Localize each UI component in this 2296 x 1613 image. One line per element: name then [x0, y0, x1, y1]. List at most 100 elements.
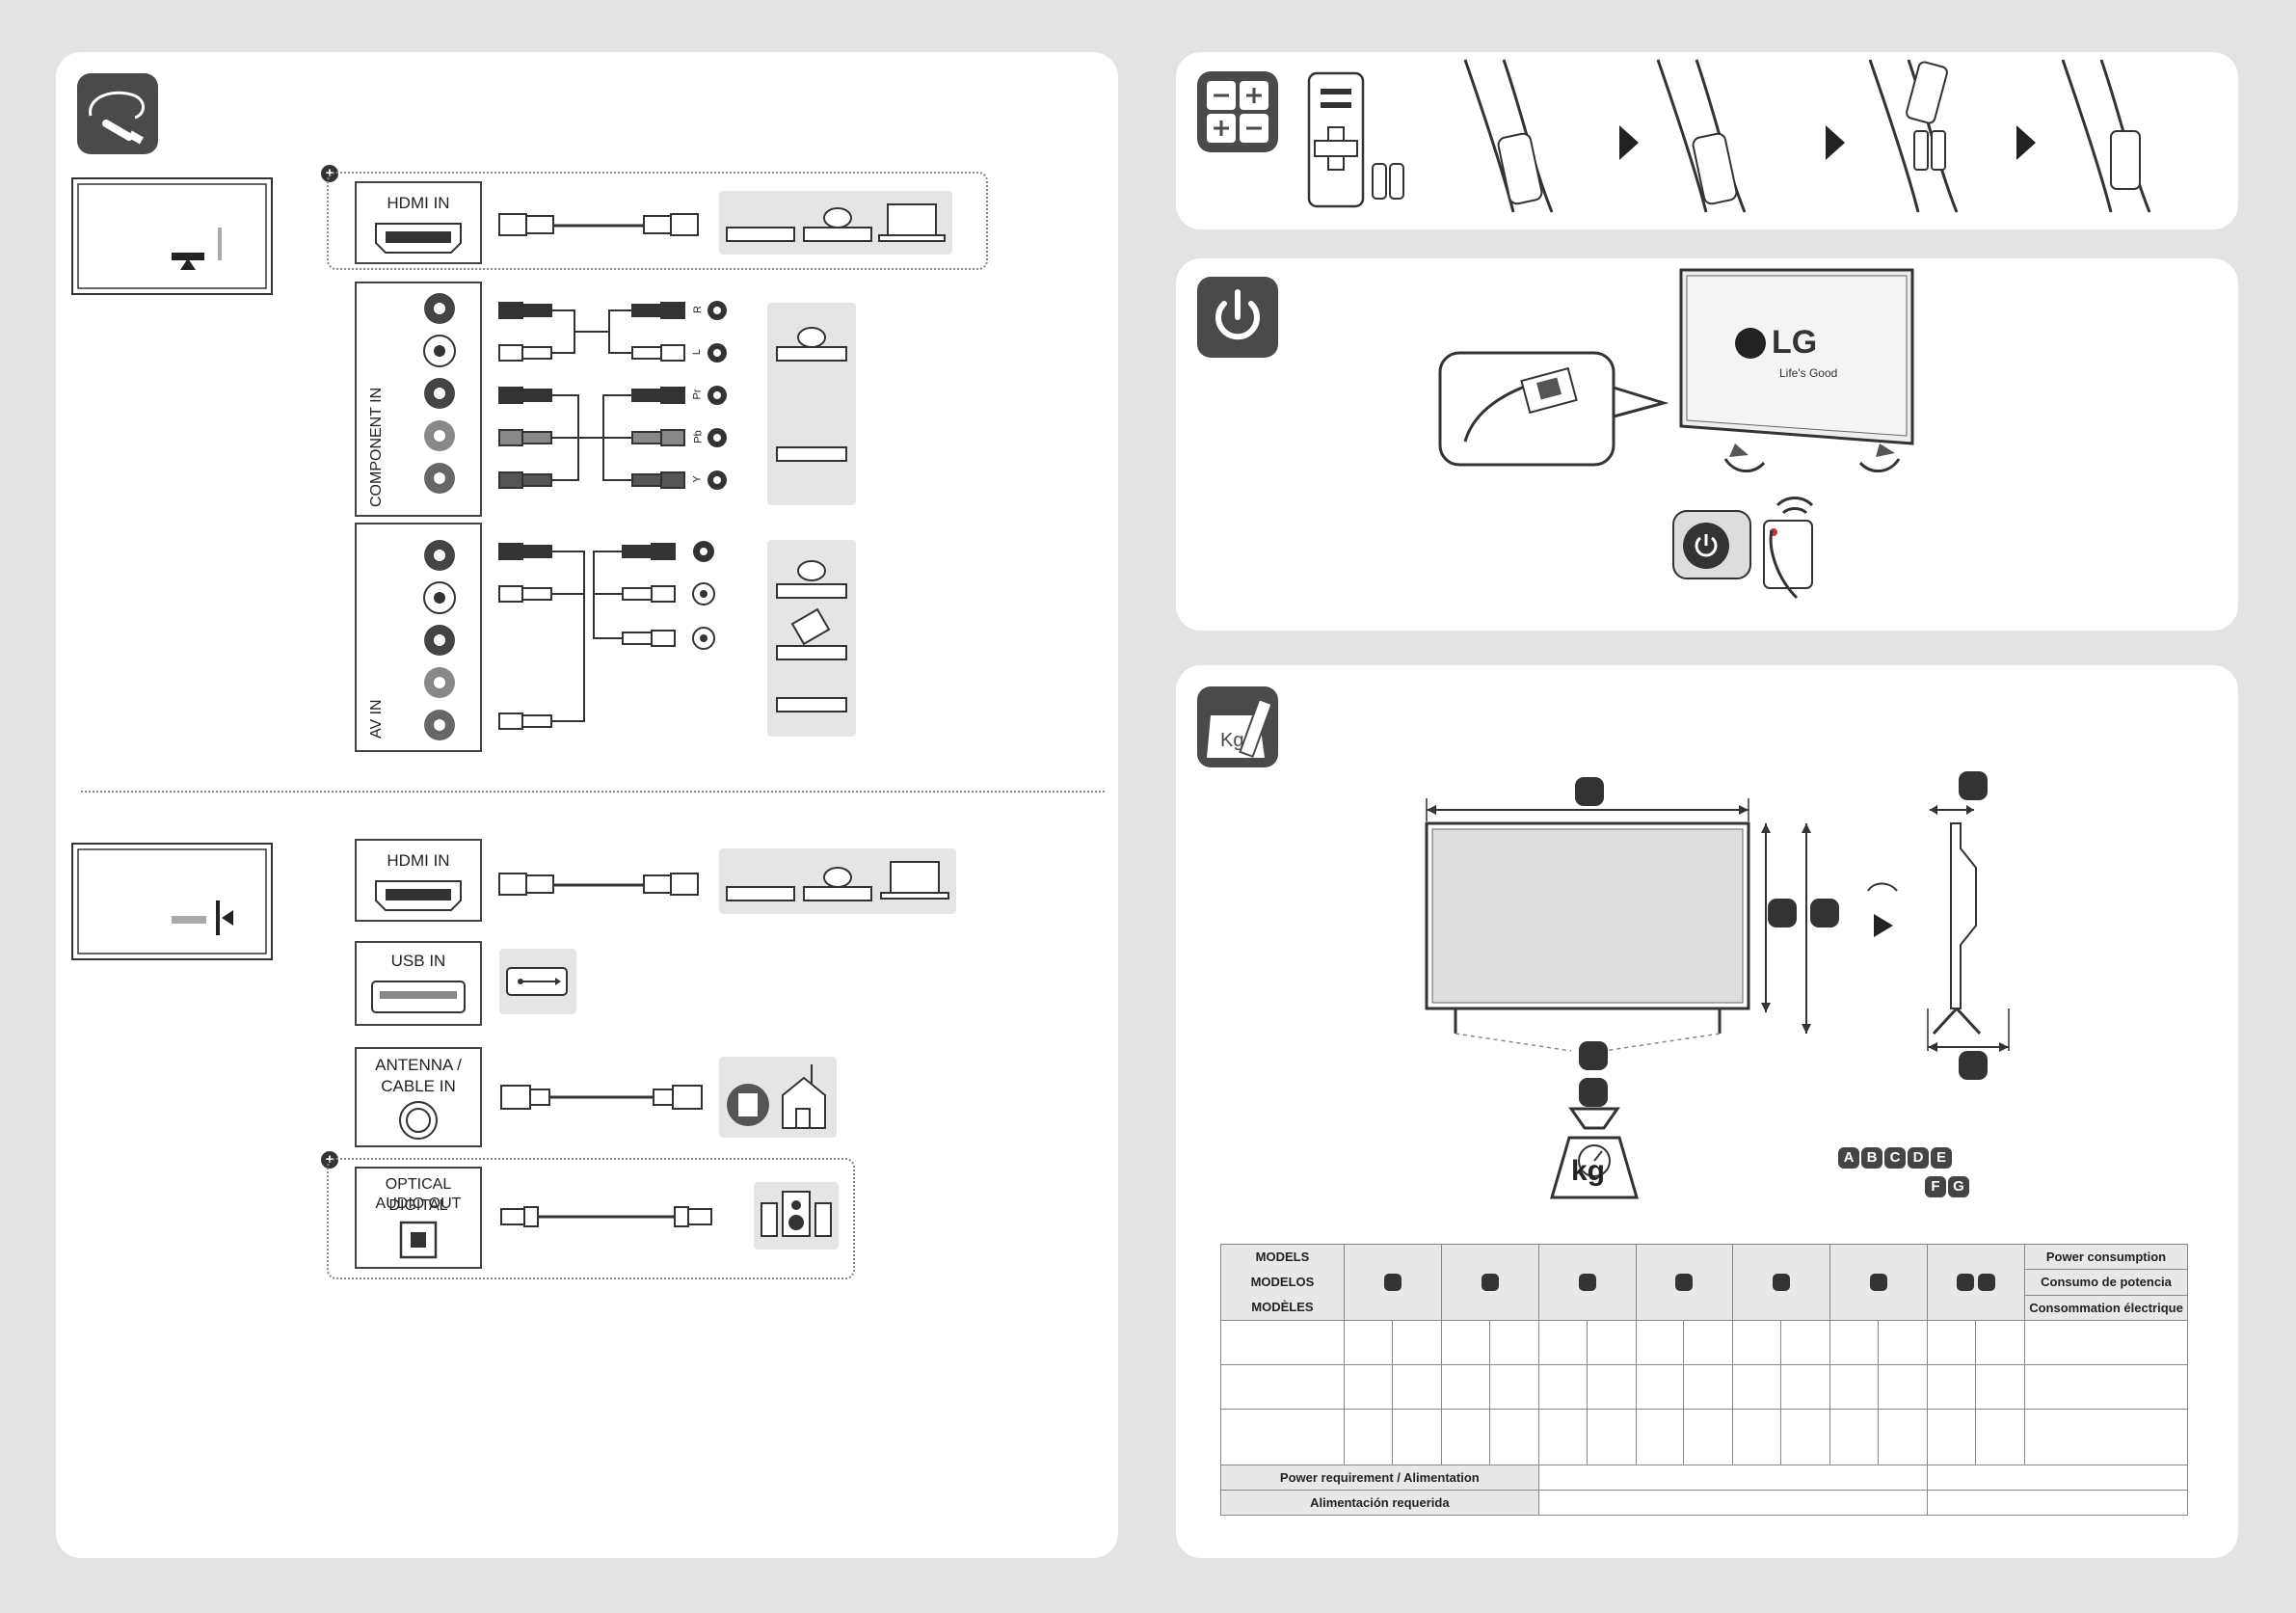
device-icons [726, 203, 946, 242]
optical-cable-icon [500, 1206, 712, 1227]
hdmi-port-icon-2 [375, 880, 462, 911]
models-en: MODELS [1255, 1250, 1310, 1264]
component-letter-pr: Pr [691, 389, 704, 400]
col-marker [1675, 1274, 1694, 1291]
usb-in-port: USB IN [355, 941, 482, 1026]
dim-marker-depth [1959, 771, 1988, 800]
letter-f: F [1925, 1176, 1946, 1197]
letter-a: A [1838, 1147, 1859, 1169]
col-marker [1383, 1274, 1402, 1291]
usb-in-label: USB IN [390, 952, 446, 970]
remote-power-press [1672, 497, 1814, 600]
dim-marker-height-1 [1768, 899, 1797, 927]
component-cables [498, 301, 727, 490]
av-in-port: AV IN [355, 523, 482, 752]
usb-port-icon [371, 981, 466, 1013]
scale-kg-label: kg [1571, 1155, 1606, 1187]
col-marker [1870, 1274, 1888, 1291]
cable-badge [77, 73, 158, 154]
table-row [1220, 1409, 2188, 1465]
power-badge [1197, 277, 1278, 358]
av-in-label: AV IN [368, 699, 385, 739]
dim-marker-stand-depth [1959, 1051, 1988, 1080]
rotate-arrow-icon [1867, 882, 1898, 937]
tv-rear-view-top [71, 177, 273, 295]
tv-rear-view-side [71, 843, 273, 960]
component-letter-r: R [691, 306, 704, 313]
component-jacks [423, 293, 456, 494]
svg-text:Kg: Kg [1220, 730, 1243, 751]
optical-label-2: AUDIO OUT [375, 1196, 462, 1212]
optical-out-port: OPTICAL DIGITAL AUDIO OUT [355, 1167, 482, 1269]
hdmi-in-label-2: HDMI IN [387, 851, 450, 870]
dvd-player-icons [776, 327, 847, 462]
antenna-port: ANTENNA / CABLE IN [355, 1047, 482, 1147]
optical-optional-box [327, 1158, 855, 1279]
house-antenna-icon [727, 1064, 826, 1129]
antenna-label-1: ANTENNA / [375, 1056, 462, 1074]
letter-c: C [1884, 1147, 1906, 1169]
col-g [1927, 1244, 2026, 1321]
tv-front-view [1679, 268, 1914, 445]
alimentacion-label: Alimentación requerida [1220, 1490, 1539, 1516]
battery-icon [1207, 81, 1268, 143]
lg-brand: LG [1772, 324, 1818, 361]
hdmi-port-icon [375, 223, 462, 254]
component-in-label: COMPONENT IN [368, 387, 385, 507]
usb-device [499, 949, 576, 1014]
remote-and-batteries [1307, 71, 1404, 208]
col-d [1635, 1244, 1734, 1321]
cable-icon [89, 91, 145, 145]
av-jacks [423, 540, 456, 740]
power-consumption-es: Consumo de potencia [2024, 1269, 2188, 1296]
power-requirement-label: Power requirement / Alimentation [1220, 1465, 1539, 1491]
tv-side-view [1927, 805, 2010, 1052]
hdmi-cable-icon [498, 213, 699, 236]
section-divider [81, 791, 1105, 793]
col-marker [1957, 1274, 1975, 1291]
col-marker [1977, 1274, 1995, 1291]
col-marker [1578, 1274, 1596, 1291]
usb-stick-icon [506, 967, 568, 996]
col-e [1732, 1244, 1831, 1321]
dim-marker-width [1575, 777, 1604, 806]
scale-icon [1550, 1107, 1639, 1199]
spec-table: MODELS MODELOS MODÈLES Power consumption… [1220, 1243, 2188, 1516]
component-letter-l: L [691, 348, 704, 356]
letter-e: E [1931, 1147, 1952, 1169]
power-button-closeup [1438, 351, 1669, 467]
dim-marker-weight [1579, 1078, 1608, 1107]
speaker-device [754, 1182, 839, 1250]
component-devices [767, 303, 856, 505]
hdmi-devices [719, 191, 952, 255]
av-device-icons [776, 560, 847, 712]
antenna-label-2: CABLE IN [381, 1077, 456, 1095]
component-letter-y: Y [691, 475, 704, 483]
letter-g: G [1948, 1176, 1969, 1197]
component-letter-pb: Pb [692, 430, 705, 444]
power-icon [1215, 289, 1260, 340]
coax-port-icon [399, 1101, 438, 1140]
hdmi-in-port-2: HDMI IN [355, 839, 482, 922]
col-a [1343, 1244, 1442, 1321]
tv-swivel-arrows [1723, 444, 1901, 472]
power-consumption-en: Power consumption [2024, 1243, 2188, 1271]
hdmi-in-port: HDMI IN [355, 181, 482, 264]
hdmi-devices-2 [719, 848, 956, 914]
col-marker [1773, 1274, 1791, 1291]
table-row [1220, 1320, 2188, 1365]
av-cables [498, 541, 715, 730]
models-header: MODELS MODELOS MODÈLES [1220, 1244, 1345, 1321]
component-in-port: COMPONENT IN [355, 282, 482, 517]
battery-badge [1197, 71, 1278, 152]
optical-port-icon [399, 1221, 438, 1259]
col-c [1537, 1244, 1637, 1321]
optical-label-1: OPTICAL DIGITAL [385, 1176, 452, 1214]
hdmi-cable-icon-2 [498, 873, 699, 896]
col-b [1440, 1244, 1539, 1321]
lg-logo-circle-icon [1735, 328, 1766, 359]
antenna-device [719, 1057, 837, 1138]
weight-badge: Kg [1197, 686, 1278, 767]
lg-tagline: Life's Good [1779, 366, 1838, 380]
